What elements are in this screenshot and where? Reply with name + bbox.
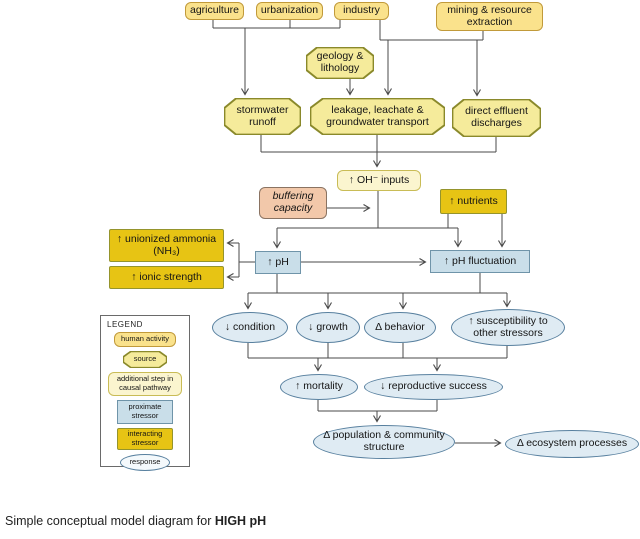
node-label: buffering capacity — [272, 190, 314, 214]
legend-item-label: response — [129, 457, 161, 467]
caption: Simple conceptual model diagram for HIGH… — [5, 514, 266, 528]
node-industry: industry — [334, 2, 389, 20]
node-susceptibility: ↑ susceptibility to other stressors — [451, 309, 565, 346]
node-label: ↓ condition — [224, 320, 276, 333]
node-label: mining & resource extraction — [447, 3, 532, 28]
legend-title: LEGEND — [107, 320, 143, 329]
node-label: ↑ nutrients — [449, 194, 498, 207]
legend-item-label: interacting stressor — [127, 429, 163, 447]
node-label: ↑ pH — [267, 255, 289, 268]
node-urbanization: urbanization — [256, 2, 323, 20]
node-label: agriculture — [189, 4, 240, 17]
legend-item-label: proximate stressor — [128, 402, 162, 420]
legend-item-interacting-stressor: interacting stressor — [117, 428, 173, 450]
node-buffering-capacity: buffering capacity — [259, 187, 327, 219]
node-label: leakage, leachate & groundwater transpor… — [326, 103, 429, 128]
caption-bold-text: HIGH pH — [214, 514, 267, 528]
legend-item-label: human activity — [121, 334, 169, 344]
node-label: urbanization — [260, 4, 319, 17]
node-agriculture: agriculture — [185, 2, 244, 20]
legend-item-proximate-stressor: proximate stressor — [117, 400, 173, 424]
node-unionized-ammonia: ↑ unionized ammonia (NH₃) — [109, 229, 224, 262]
node-nutrients: ↑ nutrients — [440, 189, 507, 214]
node-label: geology & lithology — [316, 50, 364, 74]
legend-item-response: response — [120, 454, 170, 471]
node-ecosystem-processes: Δ ecosystem processes — [505, 430, 639, 458]
node-geology-lithology: geology & lithology — [306, 47, 374, 79]
node-label: ↑ pH fluctuation — [443, 254, 517, 267]
node-label: ↓ reproductive success — [380, 380, 487, 393]
node-reproductive-success: ↓ reproductive success — [364, 374, 503, 400]
node-label: ↑ unionized ammonia (NH₃) — [116, 232, 217, 257]
legend-item-label: source — [133, 354, 157, 364]
node-population-community-structure: Δ population & community structure — [313, 425, 455, 459]
node-stormwater-runoff: stormwater runoff — [224, 98, 301, 135]
node-direct-effluent-discharges: direct effluent discharges — [452, 99, 541, 137]
node-label: Δ population & community structure — [323, 429, 445, 453]
legend-item-additional-step: additional step in causal pathway — [108, 372, 182, 396]
caption-text: Simple conceptual model diagram for — [5, 514, 215, 528]
node-label: industry — [343, 4, 380, 17]
node-label: ↑ OH⁻ inputs — [348, 173, 410, 186]
node-growth: ↓ growth — [296, 312, 360, 343]
node-label: ↑ ionic strength — [131, 270, 202, 283]
node-label: Δ ecosystem processes — [516, 437, 628, 450]
node-ph-fluctuation: ↑ pH fluctuation — [430, 250, 530, 273]
node-ionic-strength: ↑ ionic strength — [109, 266, 224, 289]
legend-item-label: additional step in causal pathway — [116, 374, 174, 392]
node-label: direct effluent discharges — [465, 105, 528, 129]
node-mortality: ↑ mortality — [280, 374, 358, 400]
legend-items: human activity source additional step in… — [101, 332, 189, 471]
node-oh-inputs: ↑ OH⁻ inputs — [337, 170, 421, 191]
node-label: stormwater runoff — [236, 103, 289, 128]
legend: LEGEND human activity source additional … — [100, 315, 190, 471]
node-label: ↑ mortality — [295, 380, 343, 393]
node-label: ↓ growth — [308, 320, 348, 333]
node-condition: ↓ condition — [212, 312, 288, 343]
node-mining-resource-extraction: mining & resource extraction — [436, 2, 543, 31]
node-leakage-groundwater-transport: leakage, leachate & groundwater transpor… — [310, 98, 445, 135]
legend-item-human-activity: human activity — [114, 332, 176, 347]
node-label: ↑ susceptibility to other stressors — [468, 314, 548, 339]
legend-item-source: source — [123, 351, 167, 368]
node-label: Δ behavior — [375, 320, 425, 333]
node-behavior: Δ behavior — [364, 312, 436, 343]
node-ph: ↑ pH — [255, 251, 301, 274]
